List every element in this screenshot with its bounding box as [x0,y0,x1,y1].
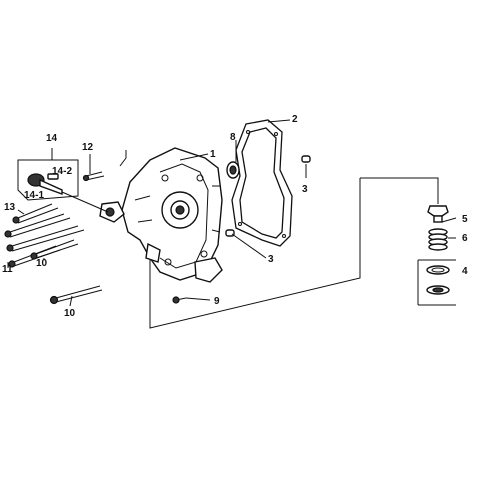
callout-12: 12 [82,142,94,153]
compression-spring [428,228,448,251]
dowel-pin-upper [301,155,311,163]
bolt-12 [82,171,105,182]
callout-10-lower: 10 [64,308,76,319]
callout-9: 9 [214,296,220,307]
cover-gasket [231,119,293,247]
callout-labels: 1 2 3 3 4 5 6 8 9 10 10 11 12 13 14 14-2… [2,114,468,319]
callout-13: 13 [4,202,16,213]
crankcase-cover [99,147,223,283]
callout-14: 14 [46,133,58,144]
strainer-screen [426,265,450,295]
callout-2: 2 [292,114,298,125]
callout-3-lower: 3 [268,254,274,265]
bolt-9 [172,296,187,304]
callout-6: 6 [462,233,468,244]
callout-4: 4 [462,266,468,277]
long-bolt [49,285,103,305]
leader-lines [7,119,457,329]
callout-3-upper: 3 [302,184,308,195]
callout-1: 1 [210,149,216,160]
drain-plug-bolt [427,205,449,223]
callout-8: 8 [230,132,236,143]
oil-seal [226,161,240,179]
callout-10-upper: 10 [36,258,48,269]
bolt-set-left [4,203,85,268]
callout-5: 5 [462,214,468,225]
callout-11: 11 [2,264,13,275]
dipstick-group [17,148,109,213]
callout-14-1: 14-1 [24,190,44,201]
callout-14-2: 14-2 [52,166,72,177]
group-bracket-4 [417,259,456,306]
